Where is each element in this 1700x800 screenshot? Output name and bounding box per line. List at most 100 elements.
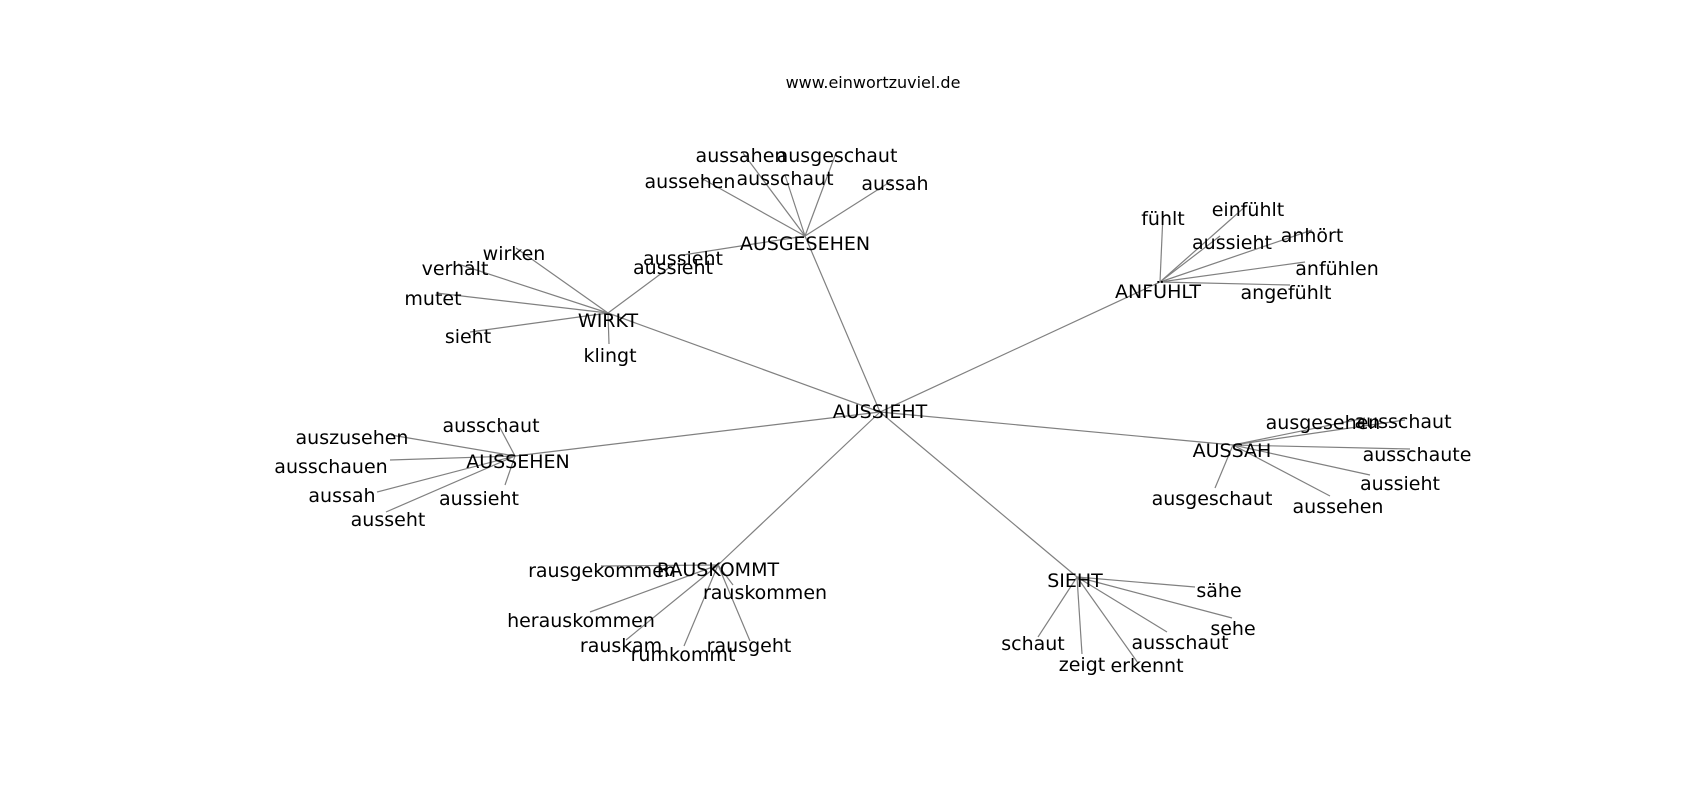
leaf-node-label-aussehen-auszusehen: auszusehen xyxy=(296,427,409,449)
edge-anfuehlt-anfuehlen xyxy=(1159,261,1306,283)
leaf-node-label-anfuehlt-einfuehlt: einfühlt xyxy=(1212,199,1285,221)
leaf-node-label-rauskommt-herauskommen: herauskommen xyxy=(507,610,655,632)
edge-aussehen-aussieht xyxy=(504,455,516,486)
leaf-node-label-aussah-aussehen: aussehen xyxy=(1293,496,1384,518)
edge-sieht-erkennt xyxy=(1076,576,1139,664)
root-node-label: AUSSIEHT xyxy=(833,401,928,423)
leaf-node-label-wirkt-aussieht: aussieht xyxy=(633,257,713,279)
edge-aussah-aussieht xyxy=(1232,444,1371,476)
edge-ausgesehen-aussehen xyxy=(700,177,806,237)
leaf-node-label-aussah-aussieht: aussieht xyxy=(1360,473,1440,495)
edge-rauskommt-herauskommen xyxy=(589,564,719,613)
edge-rauskommt-rauskommen xyxy=(717,564,734,586)
site-title: www.einwortzuviel.de xyxy=(786,73,961,92)
hub-node-label-rauskommt: RAUSKOMMT xyxy=(657,559,780,581)
leaf-node-label-rauskommt-rausgeht: rausgeht xyxy=(707,635,792,657)
edge-ausgesehen-aussieht xyxy=(682,235,806,256)
hub-node-label-wirkt: WIRKT xyxy=(578,310,639,332)
leaf-node-label-wirkt-mutet: mutet xyxy=(404,288,461,310)
edge-root-sieht xyxy=(879,411,1078,578)
leaf-node-label-anfuehlt-fuehlt: fühlt xyxy=(1141,208,1185,230)
edge-sieht-sehe xyxy=(1076,576,1233,619)
leaf-node-label-rauskommt-rauskam: rauskam xyxy=(580,635,662,657)
leaf-node-label-sieht-saehe: sähe xyxy=(1196,580,1241,602)
edge-sieht-zeigt xyxy=(1076,576,1083,655)
edge-ausgesehen-aussah xyxy=(804,179,894,237)
edge-rauskommt-rausgeht xyxy=(717,564,751,642)
leaf-node-label-anfuehlt-anhoert: anhört xyxy=(1281,225,1344,247)
leaf-node-label-wirkt-klingt: klingt xyxy=(583,345,636,367)
graph-edges xyxy=(376,152,1411,664)
edge-wirkt-wirken xyxy=(515,247,609,314)
edge-ausgesehen-aussahen xyxy=(742,152,806,237)
edge-aussah-ausgeschaut xyxy=(1214,444,1234,489)
edge-aussehen-ausseht xyxy=(385,455,516,513)
leaf-node-label-aussah-ausgeschaut: ausgeschaut xyxy=(1152,488,1273,510)
hub-node-label-anfuehlt: ANFÜHLT xyxy=(1115,280,1201,303)
edge-aussah-ausschaute xyxy=(1232,444,1411,450)
edge-sieht-saehe xyxy=(1076,576,1196,588)
hub-node-label-aussehen: AUSSEHEN xyxy=(466,451,570,473)
edge-root-ausgesehen xyxy=(804,235,881,413)
leaf-node-label-rauskommt-rumkommt: rumkommt xyxy=(631,644,736,666)
leaf-node-label-ausgesehen-aussehen: aussehen xyxy=(645,171,736,193)
leaf-node-label-aussah-ausgesehen: ausgesehen xyxy=(1266,412,1381,434)
leaf-node-label-aussah-ausschaut: ausschaut xyxy=(1354,411,1451,433)
leaf-node-label-anfuehlt-anfuehlen: anfühlen xyxy=(1295,258,1378,280)
leaf-node-label-sieht-schaut: schaut xyxy=(1001,633,1065,655)
edge-root-anfuehlt xyxy=(879,281,1161,413)
edge-root-aussehen xyxy=(514,411,881,457)
leaf-node-label-aussehen-ausschauen: ausschauen xyxy=(274,456,387,478)
edge-root-wirkt xyxy=(607,312,881,413)
edge-wirkt-aussieht xyxy=(607,263,675,314)
edge-aussehen-auszusehen xyxy=(390,434,516,457)
hub-node-label-sieht: SIEHT xyxy=(1047,570,1103,592)
edge-anfuehlt-angefuehlt xyxy=(1159,281,1291,286)
hub-node-label-aussah: AUSSAH xyxy=(1193,440,1272,462)
leaf-node-label-aussehen-aussah: aussah xyxy=(308,485,375,507)
leaf-node-label-ausgesehen-ausschaut: ausschaut xyxy=(736,168,833,190)
edge-sieht-ausschaut xyxy=(1076,576,1168,633)
edge-rauskommt-rausgekommen xyxy=(600,564,719,567)
leaf-node-label-anfuehlt-angefuehlt: angefühlt xyxy=(1241,282,1332,304)
edge-aussah-ausschaut xyxy=(1232,419,1406,446)
leaf-node-label-anfuehlt-aussieht: aussieht xyxy=(1192,232,1272,254)
leaf-node-label-ausgesehen-aussahen: aussahen xyxy=(696,145,787,167)
edge-wirkt-klingt xyxy=(607,312,610,345)
leaf-node-label-sieht-sehe: sehe xyxy=(1210,618,1255,640)
edge-wirkt-sieht xyxy=(469,312,609,333)
edge-anfuehlt-fuehlt xyxy=(1159,213,1164,283)
leaf-node-label-sieht-ausschaut: ausschaut xyxy=(1131,632,1228,654)
leaf-node-label-aussah-ausschaute: ausschaute xyxy=(1363,444,1472,466)
leaf-node-label-sieht-erkennt: erkennt xyxy=(1110,655,1183,677)
leaf-node-label-wirkt-wirken: wirken xyxy=(483,243,546,265)
leaf-node-label-aussehen-ausschaut: ausschaut xyxy=(442,415,539,437)
leaf-node-label-wirkt-verhaelt: verhält xyxy=(422,258,489,280)
leaf-node-label-ausgesehen-aussah: aussah xyxy=(861,173,928,195)
leaf-node-label-aussehen-ausseht: ausseht xyxy=(351,509,426,531)
leaf-node-label-ausgesehen-ausgeschaut: ausgeschaut xyxy=(777,145,898,167)
edge-root-aussah xyxy=(879,411,1234,446)
edge-rauskommt-rumkommt xyxy=(683,564,719,647)
edge-ausgesehen-ausschaut xyxy=(784,174,806,237)
leaf-node-label-aussehen-aussieht: aussieht xyxy=(439,488,519,510)
edge-anfuehlt-anhoert xyxy=(1159,229,1313,283)
leaf-node-label-rauskommt-rauskommen: rauskommen xyxy=(703,582,827,604)
edge-aussah-aussehen xyxy=(1232,444,1331,497)
leaf-node-label-wirkt-sieht: sieht xyxy=(445,326,491,348)
edge-anfuehlt-einfuehlt xyxy=(1159,204,1248,283)
edge-wirkt-mutet xyxy=(435,292,609,314)
graph-labels: AUSSIEHTAUSGESEHENaussahenausgeschautaus… xyxy=(274,145,1471,677)
edge-root-rauskommt xyxy=(717,411,881,566)
edge-aussehen-ausschaut xyxy=(497,423,516,457)
edge-ausgesehen-ausgeschaut xyxy=(804,152,837,237)
hub-node-label-ausgesehen: AUSGESEHEN xyxy=(740,233,870,255)
leaf-node-label-rauskommt-rausgekommen: rausgekommen xyxy=(528,560,676,582)
edge-rauskommt-rauskam xyxy=(625,564,719,641)
leaf-node-label-ausgesehen-aussieht: aussieht xyxy=(643,248,723,270)
edge-aussah-ausgesehen xyxy=(1232,417,1366,446)
leaf-node-label-sieht-zeigt: zeigt xyxy=(1059,654,1105,676)
edge-anfuehlt-aussieht xyxy=(1159,235,1221,283)
edge-wirkt-verhaelt xyxy=(457,263,609,314)
